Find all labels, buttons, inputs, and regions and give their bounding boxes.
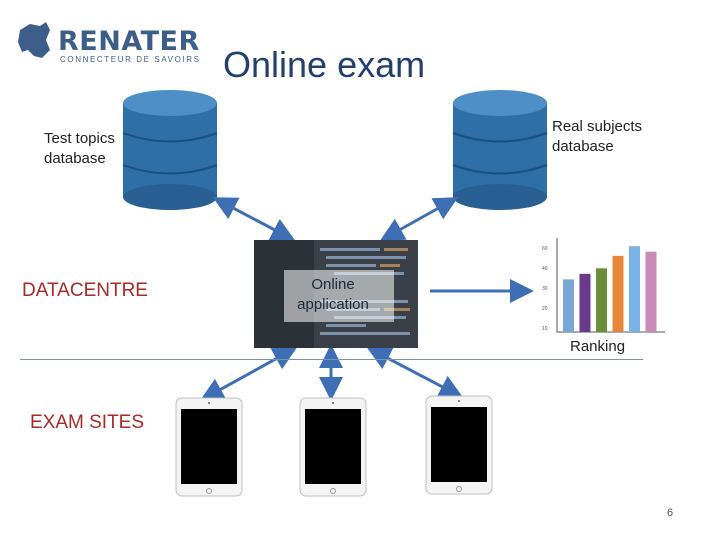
db-right-icon <box>452 90 548 210</box>
chart-bar <box>612 255 624 332</box>
page-title: Online exam <box>223 44 426 85</box>
arrow-right-db <box>379 197 459 241</box>
chart-tick-label: 20 <box>542 306 548 312</box>
logo-wordmark: RENATER <box>58 26 200 57</box>
page-number: 6 <box>667 507 674 519</box>
chart-bar <box>645 251 657 332</box>
arrow-tablet-1 <box>199 347 298 401</box>
chart-bar <box>579 273 591 332</box>
zone-divider <box>20 359 643 360</box>
chart-bar <box>596 268 607 332</box>
arrow-left-db <box>212 197 296 241</box>
logo-tagline: CONNECTEUR DE SAVOIRS <box>60 55 201 64</box>
chart-tick-label: 10 <box>542 326 548 332</box>
tablet-1-icon <box>175 397 243 497</box>
chart-bar <box>629 246 640 332</box>
db-right-label: Real subjects database <box>552 118 643 155</box>
ranking-label: Ranking <box>570 338 626 355</box>
exam-sites-label: EXAM SITES <box>30 412 145 433</box>
code-screenshot-image <box>254 240 418 348</box>
france-map-icon <box>18 22 50 58</box>
tablet-3-icon <box>425 395 493 495</box>
chart-tick-label: 30 <box>542 286 548 292</box>
datacentre-label: DATACENTRE <box>22 280 148 301</box>
tablet-2-icon <box>299 397 367 497</box>
chart-tick-label: 60 <box>542 246 548 252</box>
chart-tick-label: 40 <box>542 266 548 272</box>
chart-bar <box>563 279 574 332</box>
ranking-chart: 60 40 30 20 10 <box>542 238 665 333</box>
db-left-icon <box>122 90 218 210</box>
db-left-label: Test topics database <box>44 130 115 167</box>
online-application-label: Online application <box>297 276 369 313</box>
arrow-tablet-3 <box>366 347 464 398</box>
